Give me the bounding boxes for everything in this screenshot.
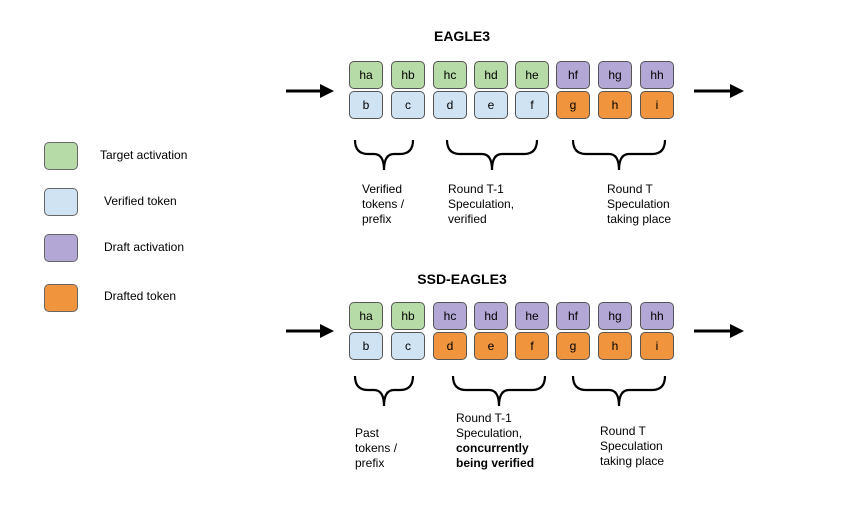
legend-swatch-draft-activation (44, 234, 78, 262)
token-cell: g (556, 332, 590, 360)
token-cell: i (640, 91, 674, 119)
token-cell: h (598, 332, 632, 360)
token-cell: g (556, 91, 590, 119)
activation-cell: ha (349, 302, 383, 330)
caption-line: Speculation (600, 439, 663, 453)
activation-cell: hb (391, 302, 425, 330)
activation-cell: hd (474, 302, 508, 330)
curly-brace-icon (571, 139, 667, 171)
curly-brace-icon (353, 139, 415, 171)
activation-cell: hf (556, 61, 590, 89)
caption-line: prefix (362, 212, 392, 226)
caption-line: Past (355, 426, 380, 440)
curly-brace-icon (445, 139, 539, 171)
activation-cell: hh (640, 61, 674, 89)
activation-cell: he (515, 61, 549, 89)
caption-line: concurrently (456, 441, 529, 455)
token-cell: d (433, 332, 467, 360)
legend-swatch-verified-token (44, 188, 78, 216)
output-arrow-icon (694, 324, 744, 338)
legend-label: Drafted token (104, 289, 177, 303)
activation-cell: he (515, 302, 549, 330)
legend-label: Draft activation (104, 240, 185, 254)
caption-line: verified (448, 212, 487, 226)
activation-cell: ha (349, 61, 383, 89)
caption-line: Speculation, (456, 426, 523, 440)
token-cell: f (515, 332, 549, 360)
input-arrow-icon (286, 84, 334, 98)
token-cell: i (640, 332, 674, 360)
caption-line: tokens / (355, 441, 398, 455)
activation-cell: hf (556, 302, 590, 330)
curly-brace-icon (353, 375, 415, 407)
token-cell: h (598, 91, 632, 119)
caption-line: Speculation, (448, 197, 515, 211)
output-arrow-icon (694, 84, 744, 98)
caption-line: Round T-1 (448, 182, 504, 196)
caption-line: Verified (362, 182, 403, 196)
caption-line: taking place (607, 212, 672, 226)
caption-line: taking place (600, 454, 665, 468)
legend-label: Target activation (100, 148, 188, 162)
caption-line: tokens / (362, 197, 405, 211)
legend-swatch-target-activation (44, 142, 78, 170)
activation-cell: hh (640, 302, 674, 330)
token-cell: d (433, 91, 467, 119)
token-cell: e (474, 332, 508, 360)
caption-line: Round T (607, 182, 653, 196)
caption-line: Round T-1 (456, 411, 512, 425)
activation-cell: hg (598, 302, 632, 330)
token-cell: c (391, 332, 425, 360)
token-cell: f (515, 91, 549, 119)
caption-line: being verified (456, 456, 535, 470)
caption-line: Round T (600, 424, 646, 438)
activation-cell: hb (391, 61, 425, 89)
legend-label: Verified token (104, 194, 177, 208)
activation-cell: hg (598, 61, 632, 89)
curly-brace-icon (451, 375, 547, 407)
token-cell: b (349, 332, 383, 360)
activation-cell: hc (433, 61, 467, 89)
activation-cell: hd (474, 61, 508, 89)
diagram-title: EAGLE3 (433, 28, 490, 44)
token-cell: b (349, 91, 383, 119)
input-arrow-icon (286, 324, 334, 338)
token-cell: c (391, 91, 425, 119)
legend-swatch-drafted-token (44, 284, 78, 312)
curly-brace-icon (571, 375, 667, 407)
caption-line: prefix (355, 456, 385, 470)
caption-line: Speculation (607, 197, 670, 211)
token-cell: e (474, 91, 508, 119)
activation-cell: hc (433, 302, 467, 330)
diagram-title: SSD-EAGLE3 (417, 271, 507, 287)
